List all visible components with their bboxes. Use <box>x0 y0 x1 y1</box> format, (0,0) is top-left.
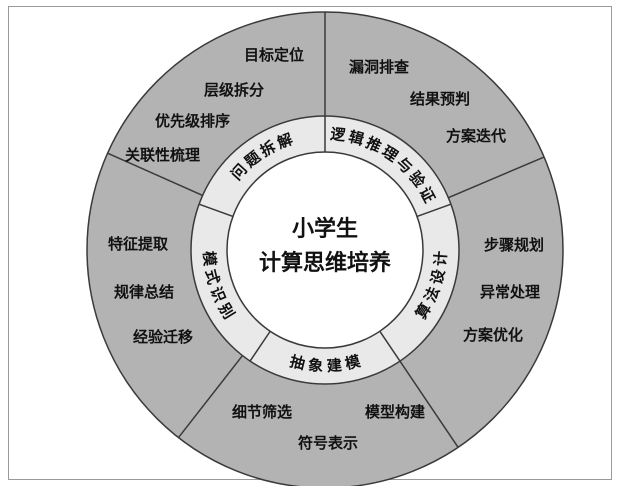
ring-labels: 问题拆解逻辑推理与验证算法设计抽象建模模式识别 <box>200 125 450 375</box>
ring-char: 式 <box>202 267 223 286</box>
item-priority-sort: 优先级排序 <box>155 112 230 130</box>
ring-char: 抽 <box>288 352 307 373</box>
outer-divider-3 <box>177 355 244 439</box>
outer-items: 目标定位 层级拆分 优先级排序 关联性梳理 漏洞排查 结果预判 方案迭代 步骤规… <box>108 46 544 452</box>
inner-segment-dividers <box>198 116 452 362</box>
ring-char: 法 <box>421 284 443 305</box>
item-rule-summary: 规律总结 <box>114 283 174 301</box>
core-circle <box>226 151 424 349</box>
segment-dividers <box>107 12 545 448</box>
ring-char: 模 <box>343 352 363 373</box>
item-target-positioning: 目标定位 <box>244 46 304 64</box>
ring-char: 辑 <box>347 128 366 149</box>
item-exception-handling: 异常处理 <box>480 283 540 301</box>
ring-char: 解 <box>275 130 295 152</box>
item-detail-filter: 细节筛选 <box>232 403 292 421</box>
item-symbol-represent: 符号表示 <box>298 434 358 452</box>
item-model-build: 模型构建 <box>365 403 426 421</box>
ring-char: 计 <box>431 250 450 266</box>
item-plan-optimization: 方案优化 <box>463 326 523 344</box>
item-plan-iteration: 方案迭代 <box>446 127 506 145</box>
item-experience-transfer: 经验迁移 <box>133 328 193 346</box>
ring-char: 象 <box>307 356 323 375</box>
outer-divider-2 <box>399 360 459 448</box>
item-result-predict: 结果预判 <box>410 90 470 108</box>
core-title-line2: 计算思维培养 <box>259 250 391 276</box>
item-level-split: 层级拆分 <box>204 81 264 99</box>
core-title-line1: 小学生 <box>292 216 358 242</box>
inner-divider-3 <box>249 330 271 362</box>
inner-divider-4 <box>198 203 234 218</box>
ring-char: 证 <box>416 184 439 206</box>
ring-char: 建 <box>326 356 343 375</box>
inner-divider-1 <box>416 203 452 218</box>
item-relation-sort: 关联性梳理 <box>125 146 200 164</box>
ring-char: 模 <box>200 250 219 267</box>
item-step-planning: 步骤规划 <box>484 236 544 254</box>
item-feature-extract: 特征提取 <box>108 235 169 253</box>
outer-divider-1 <box>448 156 545 199</box>
ring-char: 逻 <box>329 125 347 145</box>
ring-label-abstract-modeling: 抽象建模 <box>288 352 363 375</box>
ring-char: 设 <box>427 267 448 286</box>
item-vulnerability-check: 漏洞排查 <box>349 58 410 76</box>
outer-divider-4 <box>107 152 203 197</box>
inner-divider-2 <box>379 330 401 362</box>
ring-char: 识 <box>207 284 229 305</box>
ring-char: 推 <box>363 133 384 156</box>
